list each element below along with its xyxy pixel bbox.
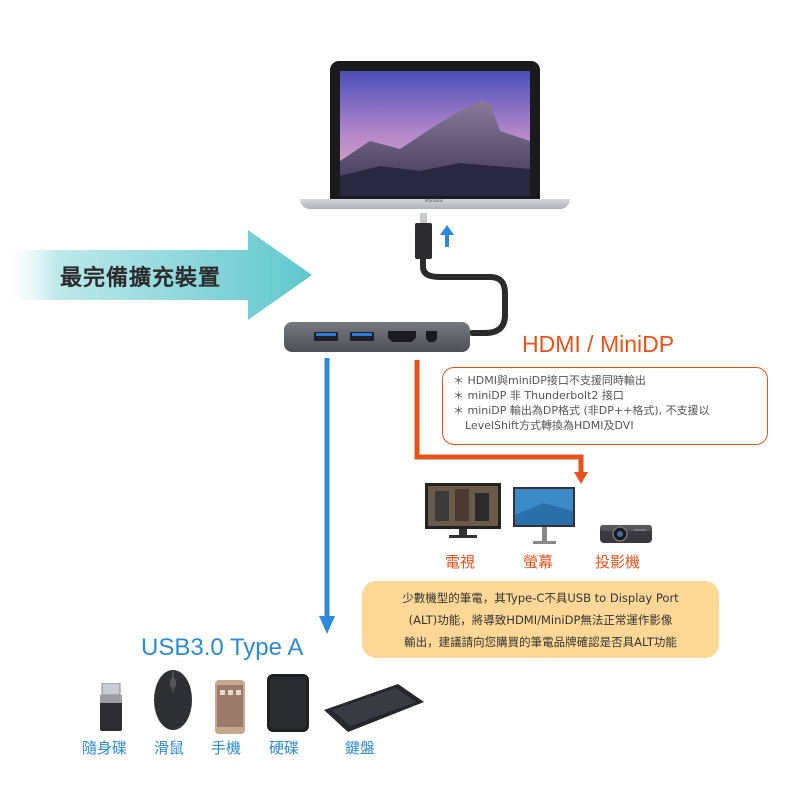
usb-type-a-title: USB3.0 Type A [141,634,304,661]
banner-label: 最完備擴充裝置 [60,266,222,291]
laptop-screen-wallpaper [340,71,530,196]
alt-mode-warning-box: 少數機型的筆電，其Type-C不具USB to Display Port (AL… [362,581,719,658]
device-label-phone: 手機 [211,739,242,757]
usb-c-cable [415,213,508,336]
hdmi-notes-box: ＊ HDMI與miniDP接口不支援同時輸出 ＊ miniDP 非 Thunde… [442,367,768,445]
usb-a-port-2 [350,332,374,341]
hdmi-minidp-title: HDMI / MiniDP [522,331,675,357]
note-line-1: ＊ HDMI與miniDP接口不支援同時輸出 [453,374,646,387]
warning-line-2: (ALT)功能，將導致HDMI/MiniDP無法正常運作影像 [408,613,673,627]
usb-flash-drive-icon [100,683,122,731]
banner-arrow [0,230,312,320]
device-label-projector: 投影機 [595,553,641,571]
phone-icon [215,680,245,734]
laptop-base [300,199,570,209]
laptop-brand: MacBook [425,198,444,203]
tv-icon [425,483,501,538]
warning-line-3: 輸出，建議請向您購買的筆電品牌確認是否具ALT功能 [404,635,677,649]
minidp-port [426,331,437,342]
monitor-icon [513,487,575,544]
device-label-tv: 電視 [445,553,476,571]
device-label-mouse: 滑鼠 [154,739,185,757]
keyboard-icon [324,684,424,732]
usb-a-port-1 [314,332,338,341]
projector-icon [600,525,652,543]
usb-c-hub [284,322,470,352]
note-line-3: ＊ miniDP 輸出為DP格式 (非DP++格式), 不支援以 [453,404,710,417]
mouse-icon [154,670,192,730]
hard-drive-icon [267,674,309,732]
warning-line-1: 少數機型的筆電，其Type-C不具USB to Display Port [402,591,679,605]
device-label-hard-drive: 硬碟 [269,739,300,757]
device-label-flash-drive: 隨身碟 [82,739,128,757]
hdmi-connector-line [414,360,588,484]
usb-connector-line [319,358,335,634]
device-label-keyboard: 鍵盤 [345,739,376,757]
note-line-2: ＊ miniDP 非 Thunderbolt2 接口 [453,389,624,402]
note-line-4: LevelShift方式轉換為HDMI及DVI [465,419,634,432]
hdmi-port [388,331,416,342]
device-label-monitor: 螢幕 [523,553,554,571]
